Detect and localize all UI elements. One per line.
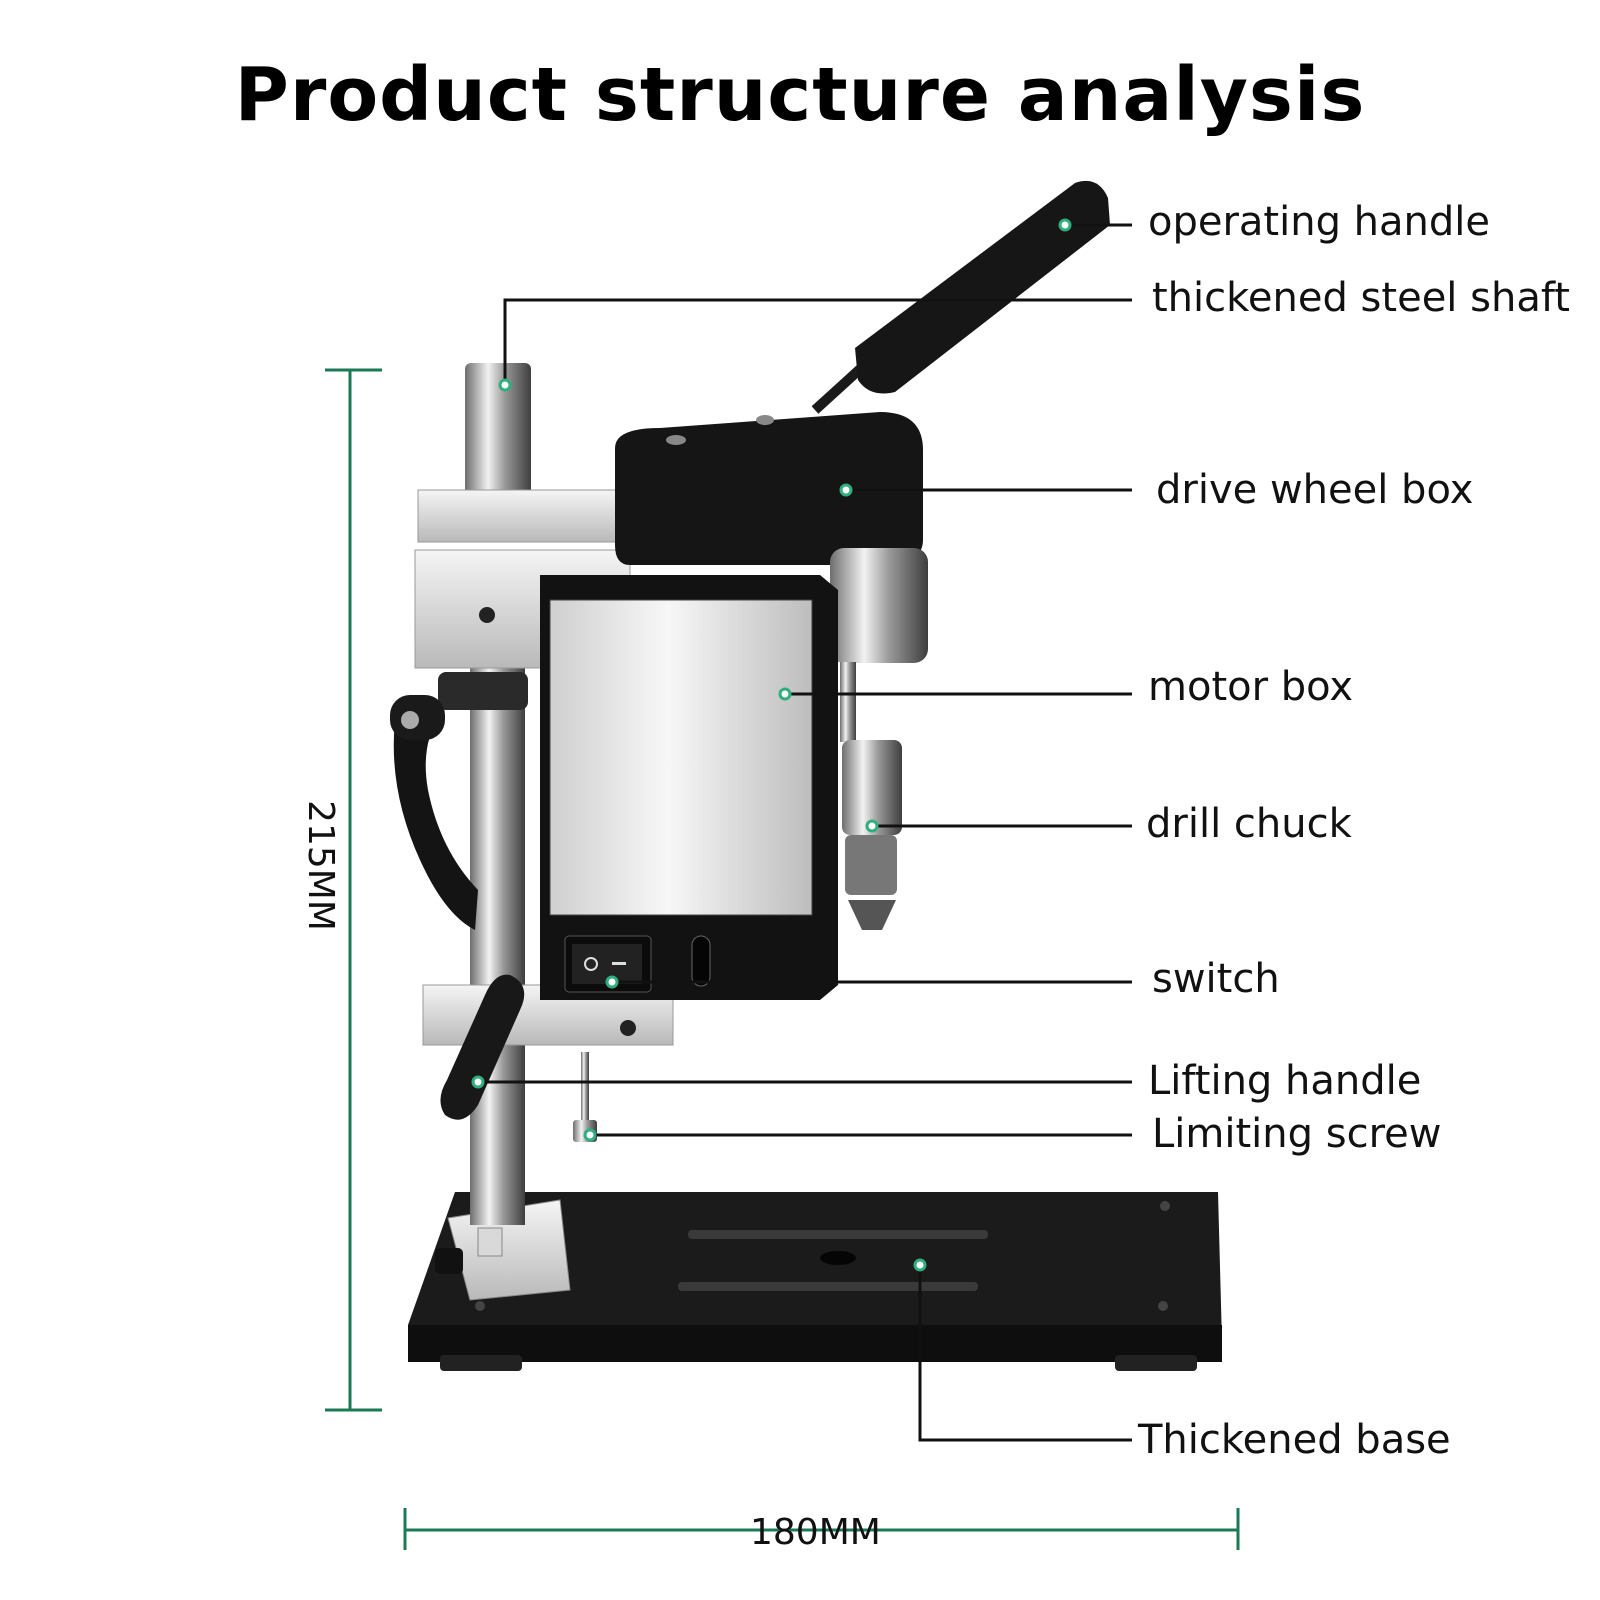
dot-limiting-screw [583,1128,597,1142]
label-steel-shaft: thickened steel shaft [1152,275,1570,321]
label-motor-box: motor box [1148,664,1354,710]
dot-drill-chuck [865,819,879,833]
leader-base [918,1265,1132,1442]
label-base: Thickened base [1138,1417,1451,1463]
base-plate [408,1192,1222,1371]
dot-steel-shaft [498,378,512,392]
dot-motor-box [778,687,792,701]
limiting-screw [573,1052,597,1142]
drive-wheel-box [615,412,923,565]
label-lifting-handle: Lifting handle [1148,1058,1422,1104]
drill-chuck [842,740,902,930]
width-dimension-label: 180MM [750,1512,881,1553]
steel-column [470,665,525,1225]
lifting-handle [440,974,525,1120]
dot-base [913,1258,927,1272]
motor-box [540,575,838,1000]
dot-operating-handle [1058,218,1072,232]
label-limiting-screw: Limiting screw [1152,1111,1442,1157]
indicator-dots [471,218,1072,1272]
label-drive-wheel-box: drive wheel box [1156,467,1474,513]
dimension-lines [325,368,1240,1550]
dot-switch [605,975,619,989]
label-drill-chuck: drill chuck [1146,801,1352,847]
side-lever [390,695,478,930]
leader-steel-shaft [503,298,1132,385]
height-dimension-label: 215MM [299,800,341,931]
steel-shaft [465,363,531,503]
dot-lifting-handle [471,1075,485,1089]
page-title: Product structure analysis [234,52,1366,138]
label-operating-handle: operating handle [1148,199,1491,245]
spindle-housing [830,548,928,663]
label-switch: switch [1152,956,1280,1002]
leader-lines [478,223,1132,1442]
operating-handle [811,180,1110,414]
dot-drive-wheel-box [839,483,853,497]
